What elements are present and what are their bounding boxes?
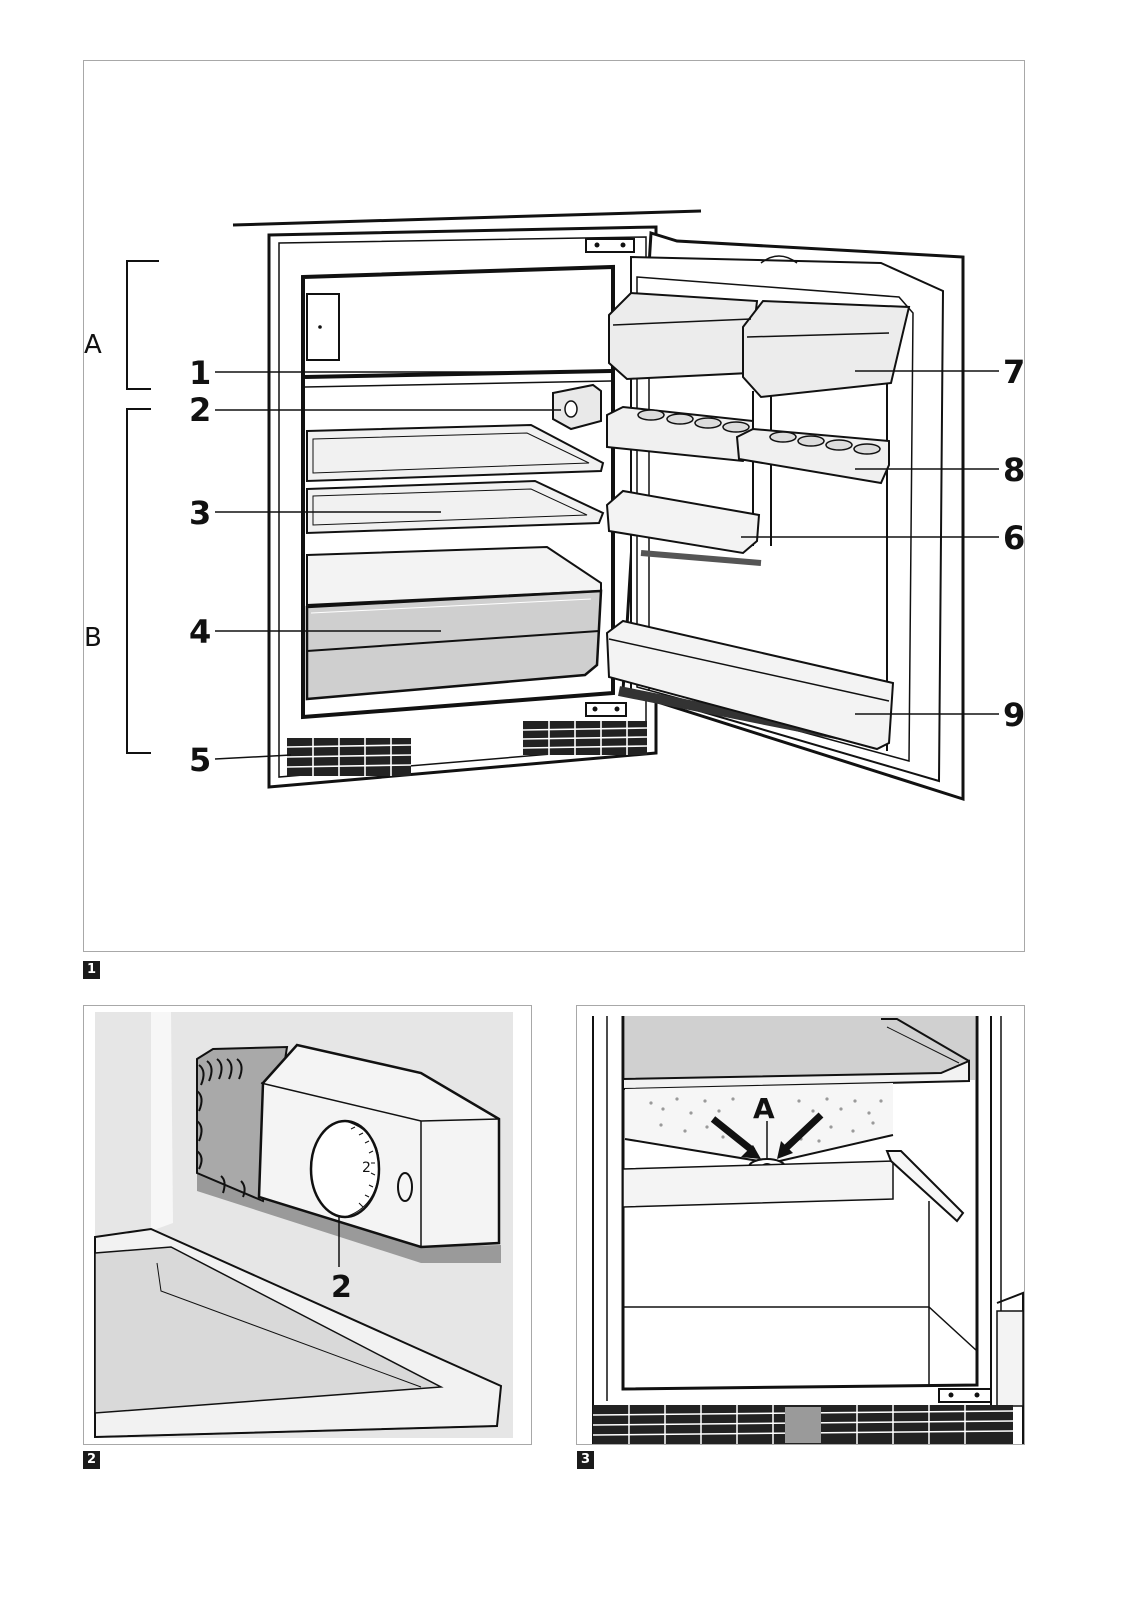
callout-3: 3 xyxy=(189,494,211,532)
callout-8: 8 xyxy=(1003,451,1024,489)
callout-a-drain: A xyxy=(753,1092,775,1125)
callout-1: 1 xyxy=(189,354,211,392)
callout-5: 5 xyxy=(189,741,211,779)
callout-6: 6 xyxy=(1003,519,1024,557)
section-label-lower: B xyxy=(84,623,102,653)
dial-mark: 2 xyxy=(362,1160,371,1176)
drain-outlet-illustration: A xyxy=(577,1006,1024,1444)
callout-4: 4 xyxy=(189,613,211,651)
callout-9: 9 xyxy=(1003,696,1024,734)
section-label-upper: A xyxy=(84,330,102,360)
figure-number-badge: 3 xyxy=(577,1451,594,1469)
callout-7: 7 xyxy=(1003,353,1024,391)
figure-2-frame: 2 2 xyxy=(83,1005,532,1445)
figure-number-badge: 1 xyxy=(83,961,100,979)
figure-number-badge: 2 xyxy=(83,1451,100,1469)
fridge-overview-illustration: A B 1 2 3 4 5 7 8 6 9 xyxy=(84,61,1024,951)
temperature-control-illustration: 2 2 xyxy=(84,1006,531,1444)
callout-2: 2 xyxy=(189,391,211,429)
callout-2-dial: 2 xyxy=(331,1270,352,1305)
figure-1-frame: A B 1 2 3 4 5 7 8 6 9 xyxy=(83,60,1025,952)
figure-3-frame: A xyxy=(576,1005,1025,1445)
